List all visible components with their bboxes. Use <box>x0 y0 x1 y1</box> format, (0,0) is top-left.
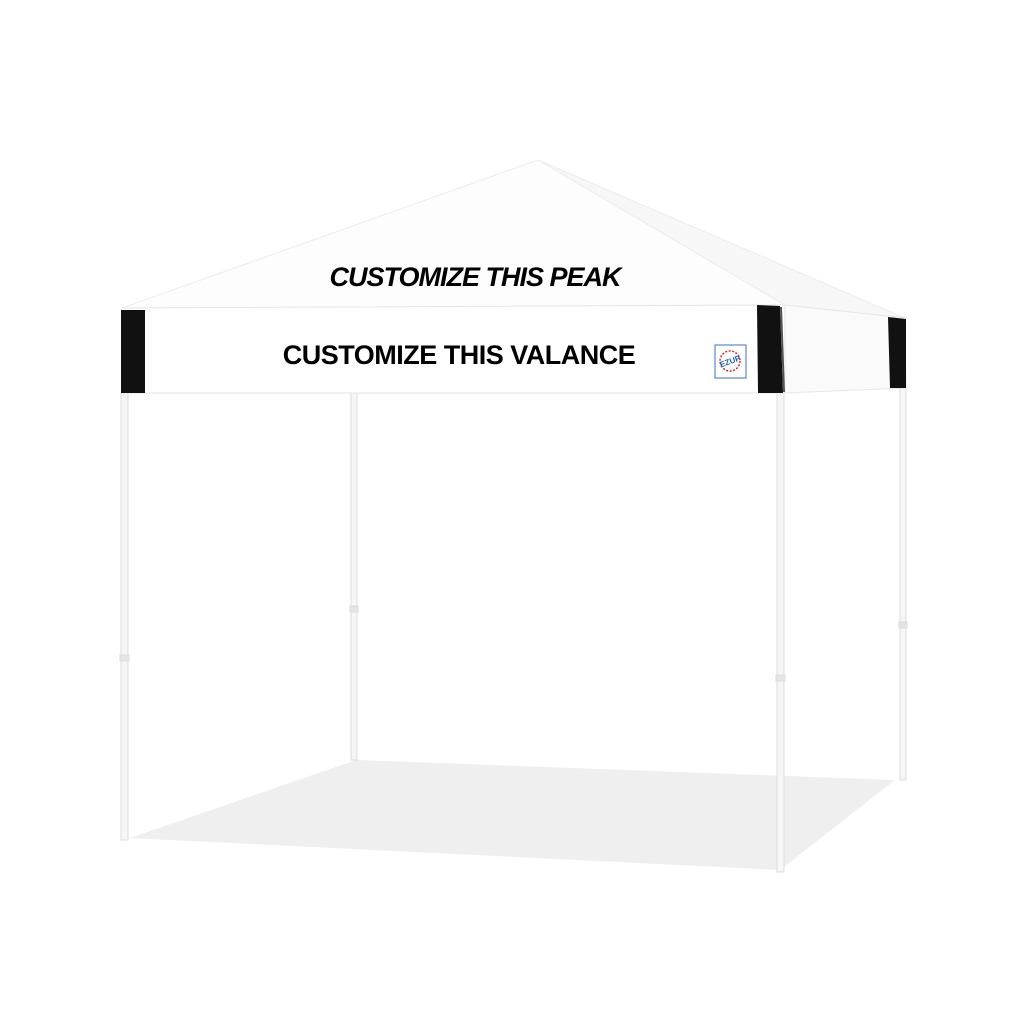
leg-front-right <box>776 391 785 873</box>
peak-text: CUSTOMIZE THIS PEAK <box>329 262 624 292</box>
brand-logo: EZUP <box>714 344 747 379</box>
leg-front-left <box>120 391 129 841</box>
leg-back-right <box>899 385 907 781</box>
valance-text: CUSTOMIZE THIS VALANCE <box>283 340 636 370</box>
floor-shadow <box>130 760 895 870</box>
leg-back-left <box>350 392 358 761</box>
trim-band-left <box>121 310 145 393</box>
trim-band-front-right <box>757 305 783 393</box>
trim-band-right <box>888 317 906 388</box>
side-valance <box>784 304 907 394</box>
